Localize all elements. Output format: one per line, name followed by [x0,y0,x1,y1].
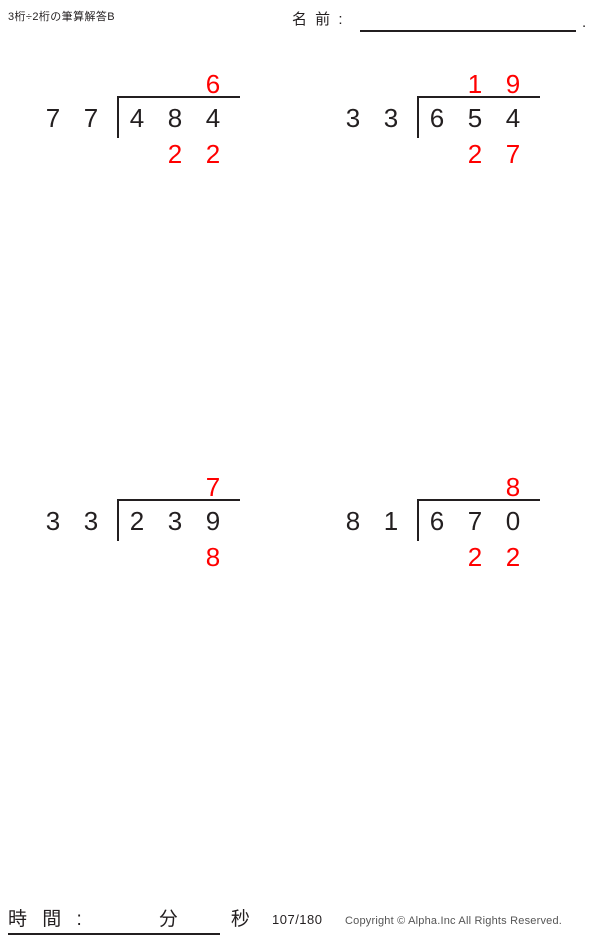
name-label: 名 前 : [292,11,345,28]
quotient-digit: 9 [505,69,521,99]
division-overbar [117,96,240,98]
time-input-line[interactable] [8,933,220,935]
remainder-row: 2 7 [328,136,588,172]
divisor-digit: 7 [83,103,99,133]
gutter: 3 3 [28,503,118,539]
page-footer: 時 間 : 分 秒 107/180 Copyright © Alpha.Inc … [0,898,600,944]
gutter [328,539,418,575]
division-problem: 8 8 1 6 7 0 2 2 [328,465,588,585]
quotient-digit: 6 [205,69,221,99]
division-overbar [417,96,540,98]
divisor: 3 3 [34,503,110,539]
gutter [28,66,118,102]
remainder-digit: 2 [205,139,221,169]
divisor-digit: 3 [83,506,99,536]
name-trailing-mark: . [582,14,587,31]
gutter [328,469,418,505]
page-title: 3桁÷2桁の筆算解答B [8,11,116,23]
quotient-row: 1 9 [328,66,588,102]
time-label: 時 間 : 分 秒 [8,909,255,930]
gutter [28,539,118,575]
dividend-digit: 7 [467,506,483,536]
dividend-digit: 3 [167,506,183,536]
gutter [28,469,118,505]
division-bracket [417,96,419,138]
division-problem: 1 9 3 3 6 5 4 2 7 [328,62,588,182]
dividend-digit: 2 [129,506,145,536]
remainder-digit [118,539,156,575]
time-field: 時 間 : 分 秒 [8,904,250,938]
remainder-digit: 2 [467,139,483,169]
remainder-digit: 7 [505,139,521,169]
remainder-row: 2 2 [28,136,288,172]
divisor: 7 7 [34,100,110,136]
dividend-row: 3 3 6 5 4 [328,100,588,136]
remainder-digit: 8 [205,542,221,572]
remainder-digit [418,539,456,575]
dividend-digit: 0 [505,506,521,536]
division-problem: 7 3 3 2 3 9 8 [28,465,288,585]
divisor-digit: 3 [345,103,361,133]
quotient-row: 7 [28,469,288,505]
division-bracket [117,499,119,541]
division-bracket [417,499,419,541]
quotient-digit: 8 [505,472,521,502]
division-bracket [117,96,119,138]
remainder-digit: 2 [505,542,521,572]
divisor-digit: 3 [45,506,61,536]
divisor: 8 1 [334,503,410,539]
remainder-digit: 2 [467,542,483,572]
remainder-digit: 2 [167,139,183,169]
name-field: 名 前 : . [292,6,592,36]
divisor-digit: 7 [45,103,61,133]
remainder-row: 2 2 [328,539,588,575]
dividend-digit: 4 [129,103,145,133]
gutter: 3 3 [328,100,418,136]
quotient-digit: 7 [205,472,221,502]
copyright-notice: Copyright © Alpha.Inc All Rights Reserve… [345,915,563,927]
dividend-row: 7 7 4 8 4 [28,100,288,136]
quotient-row: 8 [328,469,588,505]
gutter: 7 7 [28,100,118,136]
dividend-row: 8 1 6 7 0 [328,503,588,539]
page-header: 3桁÷2桁の筆算解答B 名 前 : . [0,0,600,46]
dividend-row: 3 3 2 3 9 [28,503,288,539]
divisor-digit: 3 [383,103,399,133]
page-number: 107/180 [272,912,323,927]
dividend-digit: 6 [429,506,445,536]
divisor-digit: 8 [345,506,361,536]
division-problem: 6 7 7 4 8 4 2 2 [28,62,288,182]
quotient-row: 6 [28,66,288,102]
dividend-digit: 4 [505,103,521,133]
remainder-row: 8 [28,539,288,575]
gutter [328,136,418,172]
division-overbar [417,499,540,501]
divisor-digit: 1 [383,506,399,536]
division-overbar [117,499,240,501]
gutter [28,136,118,172]
quotient-digit: 1 [467,69,483,99]
divisor: 3 3 [334,100,410,136]
remainder-digit [118,136,156,172]
dividend-digit: 9 [205,506,221,536]
dividend-digit: 5 [467,103,483,133]
dividend-digit: 8 [167,103,183,133]
name-input-line[interactable] [360,30,576,32]
remainder-digit [156,539,194,575]
remainder-digit [418,136,456,172]
dividend-digit: 4 [205,103,221,133]
dividend-digit: 6 [429,103,445,133]
gutter: 8 1 [328,503,418,539]
gutter [328,66,418,102]
